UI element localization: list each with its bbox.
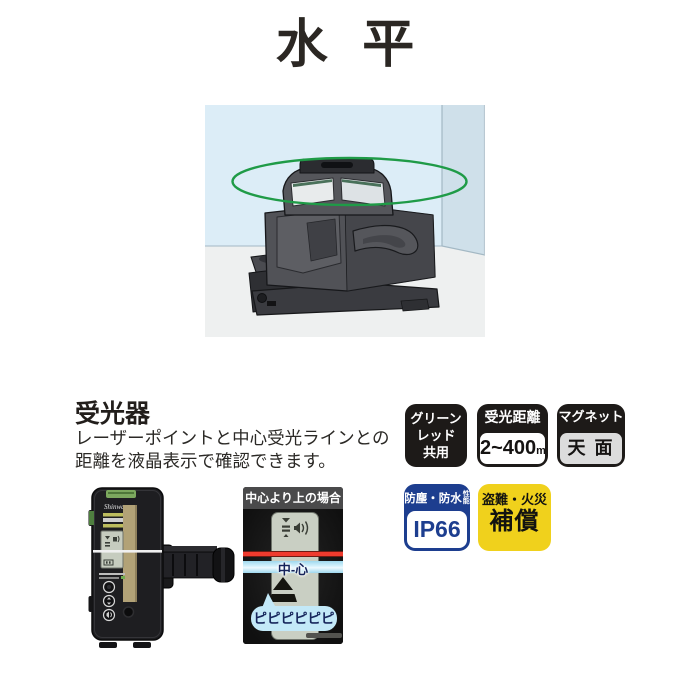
laser-line (243, 551, 343, 557)
beep-bubble: ピピピピピピ (251, 593, 337, 631)
badge-top-label: マグネット (558, 409, 624, 424)
badge-top-main: 防塵・防水 (404, 493, 462, 505)
badge-line: レッド (416, 428, 456, 443)
receiver-description-line2: 距離を液晶表示で確認できます。 (75, 451, 336, 471)
center-label: 中-心 (277, 562, 309, 577)
badge-line: 共用 (422, 445, 449, 460)
level-marks-icon (282, 518, 290, 537)
receiver-heading: 受光器 (75, 400, 151, 428)
center-mark-line (93, 550, 162, 553)
lcd-foot (306, 633, 342, 638)
lcd-display-panel: 中心より上の場合 (243, 487, 343, 644)
badge-receive-distance: 受光距離 2~400m (477, 404, 548, 467)
badge-value: IP66 (407, 511, 467, 548)
laser-level-illustration (205, 105, 486, 337)
badge-top-small-2: 能 (462, 498, 470, 505)
page-title: 水 平 (275, 16, 425, 74)
badge-magnet: マグネット 天 面 (557, 404, 625, 467)
badge-value: 補償 (489, 508, 540, 535)
badge-value: 2~400 (480, 437, 537, 459)
badge-ip-rating: 防塵・防水 性 能 IP66 (404, 484, 470, 551)
badge-value-box: 天 面 (560, 433, 622, 464)
badge-top-small-1: 性 (462, 490, 470, 498)
jack-hole (122, 606, 135, 618)
badge-unit: m (536, 445, 546, 457)
receiver-device: Shinwa (88, 487, 235, 648)
receiver-description-line1: レーザーポイントと中心受光ラインとの (75, 428, 390, 448)
rotary-laser-device (248, 158, 440, 316)
badge-value: 天 面 (567, 438, 615, 458)
receiver-photo: Shinwa (85, 484, 235, 656)
badge-top-label: 盗難・火災 (481, 492, 547, 507)
up-arrow-icon (269, 577, 297, 602)
panel-body: 中-心 ピピピピピピ (243, 509, 343, 644)
side-strip (123, 505, 137, 602)
lcd-icons (282, 518, 309, 537)
receiver-description: レーザーポイントと中心受光ラインとの 距離を液晶表示で確認できます。 (75, 427, 389, 473)
badge-value-box: 2~400m (480, 433, 546, 464)
badge-top-label: 受光距離 (484, 409, 541, 425)
center-band: 中-心 (243, 561, 343, 577)
room-illustration (205, 105, 486, 337)
badge-laser-color: グリーン レッド 共用 (405, 404, 467, 467)
receiver-lcd (100, 530, 124, 569)
badge-insurance: 盗難・火災 補償 (478, 484, 551, 551)
speaker-icon (294, 521, 309, 535)
brand-logo: Shinwa (104, 503, 125, 511)
accuracy-button (102, 594, 116, 608)
laser-ellipse (231, 156, 468, 207)
badge-top-small: 性 能 (463, 491, 470, 506)
beep-text: ピピピピピピ (253, 611, 335, 626)
badge-top-label: 防塵・防水 性 能 (404, 484, 470, 508)
label-line (103, 513, 133, 517)
panel-header: 中心より上の場合 (243, 487, 343, 509)
right-wall (442, 105, 485, 255)
badge-line: グリーン (410, 411, 462, 426)
bubble-tail (262, 593, 275, 608)
